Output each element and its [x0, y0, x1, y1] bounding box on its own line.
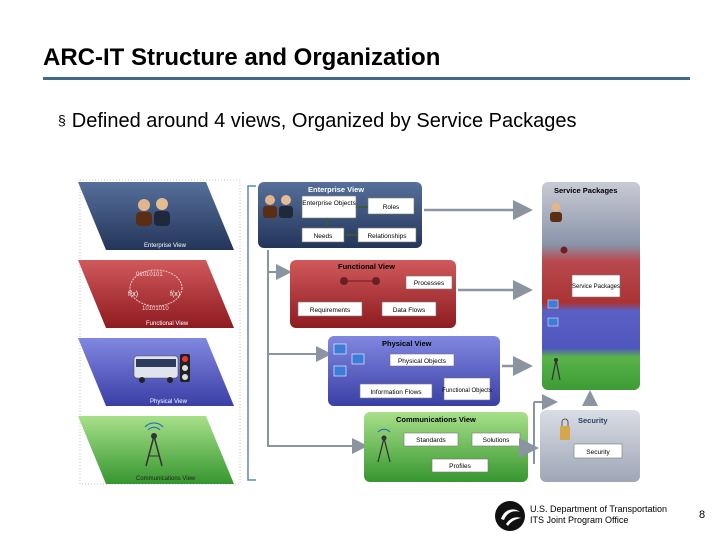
arc-it-diagram: Enterprise View 01010101 f(x) f(x) 10101… — [78, 179, 640, 485]
roles-label: Roles — [383, 204, 400, 211]
dot-logo — [495, 501, 525, 531]
service-packages-box-line: Service Packages — [572, 284, 620, 290]
left-communications-view: Communications View — [78, 416, 234, 484]
enterprise-title: Enterprise View — [308, 185, 364, 194]
functional-view-box: Functional View Processes Requirements D… — [290, 260, 456, 328]
data-flows-label: Data Flows — [393, 307, 426, 314]
service-packages-column: Service Packages Service Packages — [542, 182, 640, 390]
bullet-text: Defined around 4 views, Organized by Ser… — [71, 110, 577, 132]
functional-title: Functional View — [338, 262, 395, 271]
left-enterprise-view: Enterprise View — [78, 182, 234, 250]
information-flows-label: Information Flows — [370, 389, 422, 396]
relationships-label: Relationships — [367, 233, 407, 240]
left-enterprise-label: Enterprise View — [144, 243, 187, 249]
enterprise-objects-line: Enterprise Objects — [302, 200, 356, 207]
needs-label: Needs — [314, 233, 334, 240]
enterprise-view-box: Enterprise View Enterprise Objects Roles… — [258, 182, 422, 248]
processes-label: Processes — [414, 280, 445, 287]
title-underline — [43, 77, 690, 80]
svg-text:f(x): f(x) — [128, 291, 138, 298]
service-packages-title: Service Packages — [554, 186, 617, 195]
solutions-label: Solutions — [483, 437, 510, 444]
physical-objects-label: Physical Objects — [398, 358, 447, 365]
left-communications-label: Communications View — [136, 476, 196, 482]
profiles-label: Profiles — [449, 463, 471, 470]
footer-organization: U.S. Department of Transportation ITS Jo… — [530, 504, 667, 526]
functional-objects-line: Functional Objects — [442, 388, 492, 394]
svg-text:01010101: 01010101 — [136, 272, 163, 278]
slide-title: ARC-IT Structure and Organization — [43, 44, 441, 71]
communications-title: Communications View — [396, 415, 476, 424]
bullet-item: § Defined around 4 views, Organized by Se… — [58, 110, 577, 133]
left-physical-label: Physical View — [150, 399, 188, 405]
physical-view-box: Physical View Physical Objects Informati… — [328, 336, 500, 406]
security-title: Security — [578, 416, 608, 425]
communications-view-box: Communications View Standards Solutions … — [364, 412, 528, 482]
standards-label: Standards — [416, 437, 446, 444]
security-label: Security — [586, 449, 610, 456]
physical-title: Physical View — [382, 339, 432, 348]
bullet-mark: § — [58, 112, 66, 128]
footer-org-line1: U.S. Department of Transportation — [530, 504, 668, 514]
left-physical-view: Physical View — [78, 338, 234, 406]
left-functional-view: 01010101 f(x) f(x) 10101010 Functional V… — [78, 260, 234, 328]
page-number: 8 — [699, 509, 706, 521]
left-functional-label: Functional View — [146, 321, 189, 327]
requirements-label: Requirements — [310, 307, 351, 314]
footer-org-line2: ITS Joint Program Office — [530, 515, 629, 525]
svg-text:10101010: 10101010 — [142, 306, 169, 312]
svg-text:f(x): f(x) — [170, 291, 180, 298]
security-box: Security Security — [540, 410, 640, 482]
